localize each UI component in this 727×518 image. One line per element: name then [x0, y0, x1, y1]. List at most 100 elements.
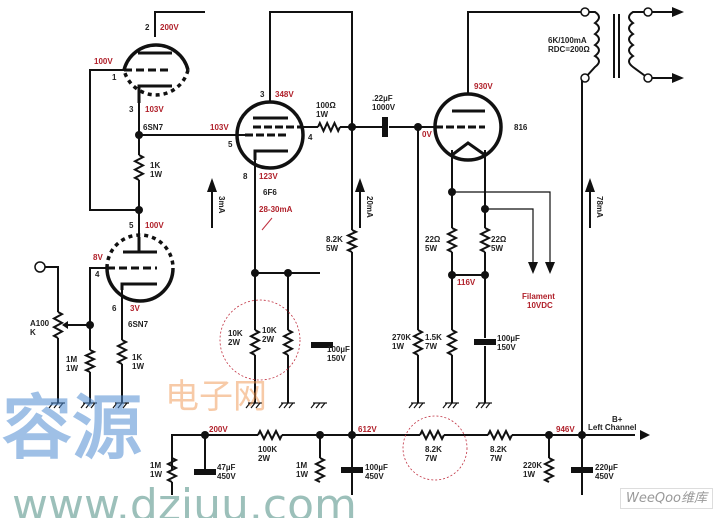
component-rating: 7W [425, 342, 437, 351]
filament-label: Filament [522, 292, 555, 301]
current-label: 3mA [217, 196, 226, 214]
pin-label: 5 [228, 140, 233, 149]
junction-dot [135, 131, 143, 139]
highlight-circle [219, 299, 301, 381]
junction-dot [86, 321, 94, 329]
component-rating: 1W [296, 470, 308, 479]
component-rating: 1W [316, 110, 328, 119]
junction-dot [251, 269, 259, 277]
current-arrows [207, 178, 595, 274]
component-rating: 2W [228, 338, 240, 347]
component-rating: 1W [150, 470, 162, 479]
ground-icon [245, 402, 262, 409]
component-value: 1M [296, 461, 307, 470]
node-voltage: 200V [209, 425, 228, 434]
tube-type-label: 6F6 [263, 188, 277, 197]
ground-icon [310, 402, 327, 409]
component-value: 8.2K [425, 445, 442, 454]
labels: 2 200V 100V 1 3 103V 6SN7 5 100V 8V 4 6 … [93, 23, 636, 434]
voltage-label: 123V [259, 172, 278, 181]
component-rating: 450V [365, 472, 384, 481]
ground-icon [442, 402, 459, 409]
current-label: 28-30mA [259, 205, 293, 214]
filament-voltage: 10VDC [527, 301, 553, 310]
wires [44, 11, 635, 495]
junction-dot [448, 271, 456, 279]
component-rating: 450V [217, 472, 236, 481]
voltage-label: 3V [130, 304, 140, 313]
component-value: 8.2K [490, 445, 507, 454]
component-rating: 1W [523, 470, 535, 479]
pin-label: 3 [129, 105, 134, 114]
component-value: 22Ω [425, 235, 441, 244]
junction-dot [448, 188, 456, 196]
component-rating: 450V [595, 472, 614, 481]
node-voltage: 612V [358, 425, 377, 434]
component-rating: 7W [490, 454, 502, 463]
component-value: A100 [30, 319, 50, 328]
junction-dot [578, 431, 586, 439]
junction-dot [135, 206, 143, 214]
voltage-label: 200V [160, 23, 179, 32]
component-rating: 1W [66, 364, 78, 373]
tube-type-label: 6SN7 [143, 123, 164, 132]
tube-6sn7-b [105, 233, 175, 303]
component-rating: 1W [132, 362, 144, 371]
junction-dot [348, 123, 356, 131]
component-value: 6K/100mA [548, 36, 587, 45]
pin-label: 3 [260, 90, 265, 99]
component-rating: 5W [326, 244, 338, 253]
terminal [580, 7, 590, 17]
ground-icon [278, 402, 295, 409]
component-value: 22Ω [491, 235, 507, 244]
pin-label: 4 [308, 133, 313, 142]
ground-icon [112, 402, 129, 409]
channel-label: Left Channel [588, 423, 636, 432]
junction-dot [284, 269, 292, 277]
component-rating: 1W [392, 342, 404, 351]
ground-icon [48, 402, 65, 409]
voltage-label: 930V [474, 82, 493, 91]
junction-dot [348, 431, 356, 439]
tube-6f6 [235, 100, 305, 170]
highlight-circle [402, 415, 468, 481]
pin-label: 4 [95, 270, 100, 279]
junction-dot [316, 431, 324, 439]
component-value: 100µF [497, 334, 520, 343]
voltage-label: 8V [93, 253, 103, 262]
voltage-label: 103V [145, 105, 164, 114]
junction-dot [414, 123, 422, 131]
ground-icon [475, 402, 492, 409]
component-value: 100Ω [316, 101, 336, 110]
ground-icon [408, 402, 425, 409]
pin-label: 2 [145, 23, 150, 32]
component-value: 1M [150, 461, 161, 470]
component-rating: 5W [491, 244, 503, 253]
component-value: .22µF [372, 94, 393, 103]
input-terminal [34, 261, 46, 273]
junction-dot [545, 431, 553, 439]
ground-icon [80, 402, 97, 409]
component-rating: 2W [262, 335, 274, 344]
current-label: 78mA [595, 196, 604, 218]
component-value: 220K [523, 461, 542, 470]
component-value: 220µF [595, 463, 618, 472]
node-voltage: 946V [556, 425, 575, 434]
tube-type-label: 816 [514, 123, 528, 132]
voltage-label: 116V [457, 278, 476, 287]
